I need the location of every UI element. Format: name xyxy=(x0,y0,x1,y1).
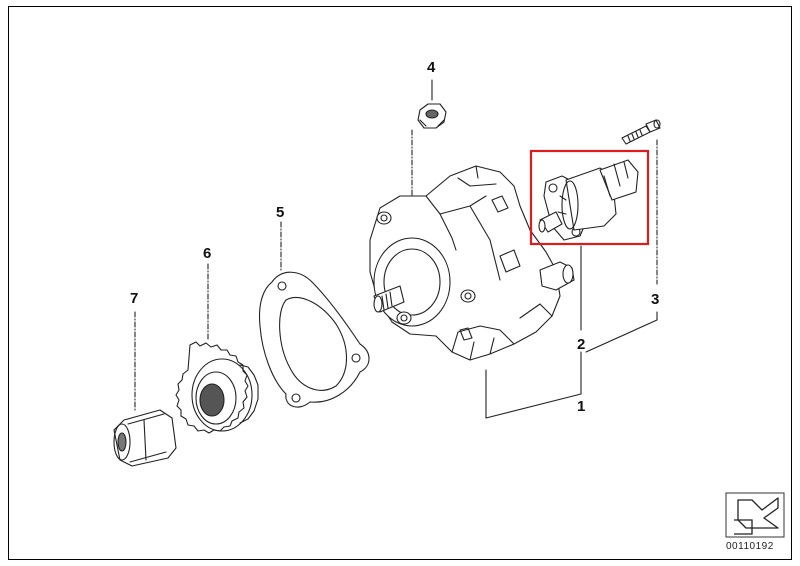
callout-6[interactable]: 6 xyxy=(203,245,212,262)
callout-4[interactable]: 4 xyxy=(427,59,436,76)
diagram-code: 00110192 xyxy=(726,541,774,552)
leader-line-1 xyxy=(485,393,582,419)
part-6-sprocket[interactable] xyxy=(175,341,259,434)
callout-3[interactable]: 3 xyxy=(651,291,660,308)
part-3-bolt[interactable] xyxy=(621,119,661,145)
part-2-pressure-control-valve[interactable] xyxy=(538,159,639,241)
leader-line-3c xyxy=(585,319,658,353)
highlight-box xyxy=(529,149,650,246)
callout-1[interactable]: 1 xyxy=(577,398,586,415)
callout-7[interactable]: 7 xyxy=(130,290,139,307)
callout-5[interactable]: 5 xyxy=(276,204,285,221)
part-1-high-pressure-pump[interactable] xyxy=(369,165,575,361)
part-5-gasket[interactable] xyxy=(258,271,370,408)
arrow-hand-icon xyxy=(725,492,785,538)
part-4-nut[interactable] xyxy=(417,103,447,129)
part-7-sleeve-nut[interactable] xyxy=(113,409,177,467)
callout-2[interactable]: 2 xyxy=(577,336,586,353)
diagram-frame xyxy=(8,6,792,560)
